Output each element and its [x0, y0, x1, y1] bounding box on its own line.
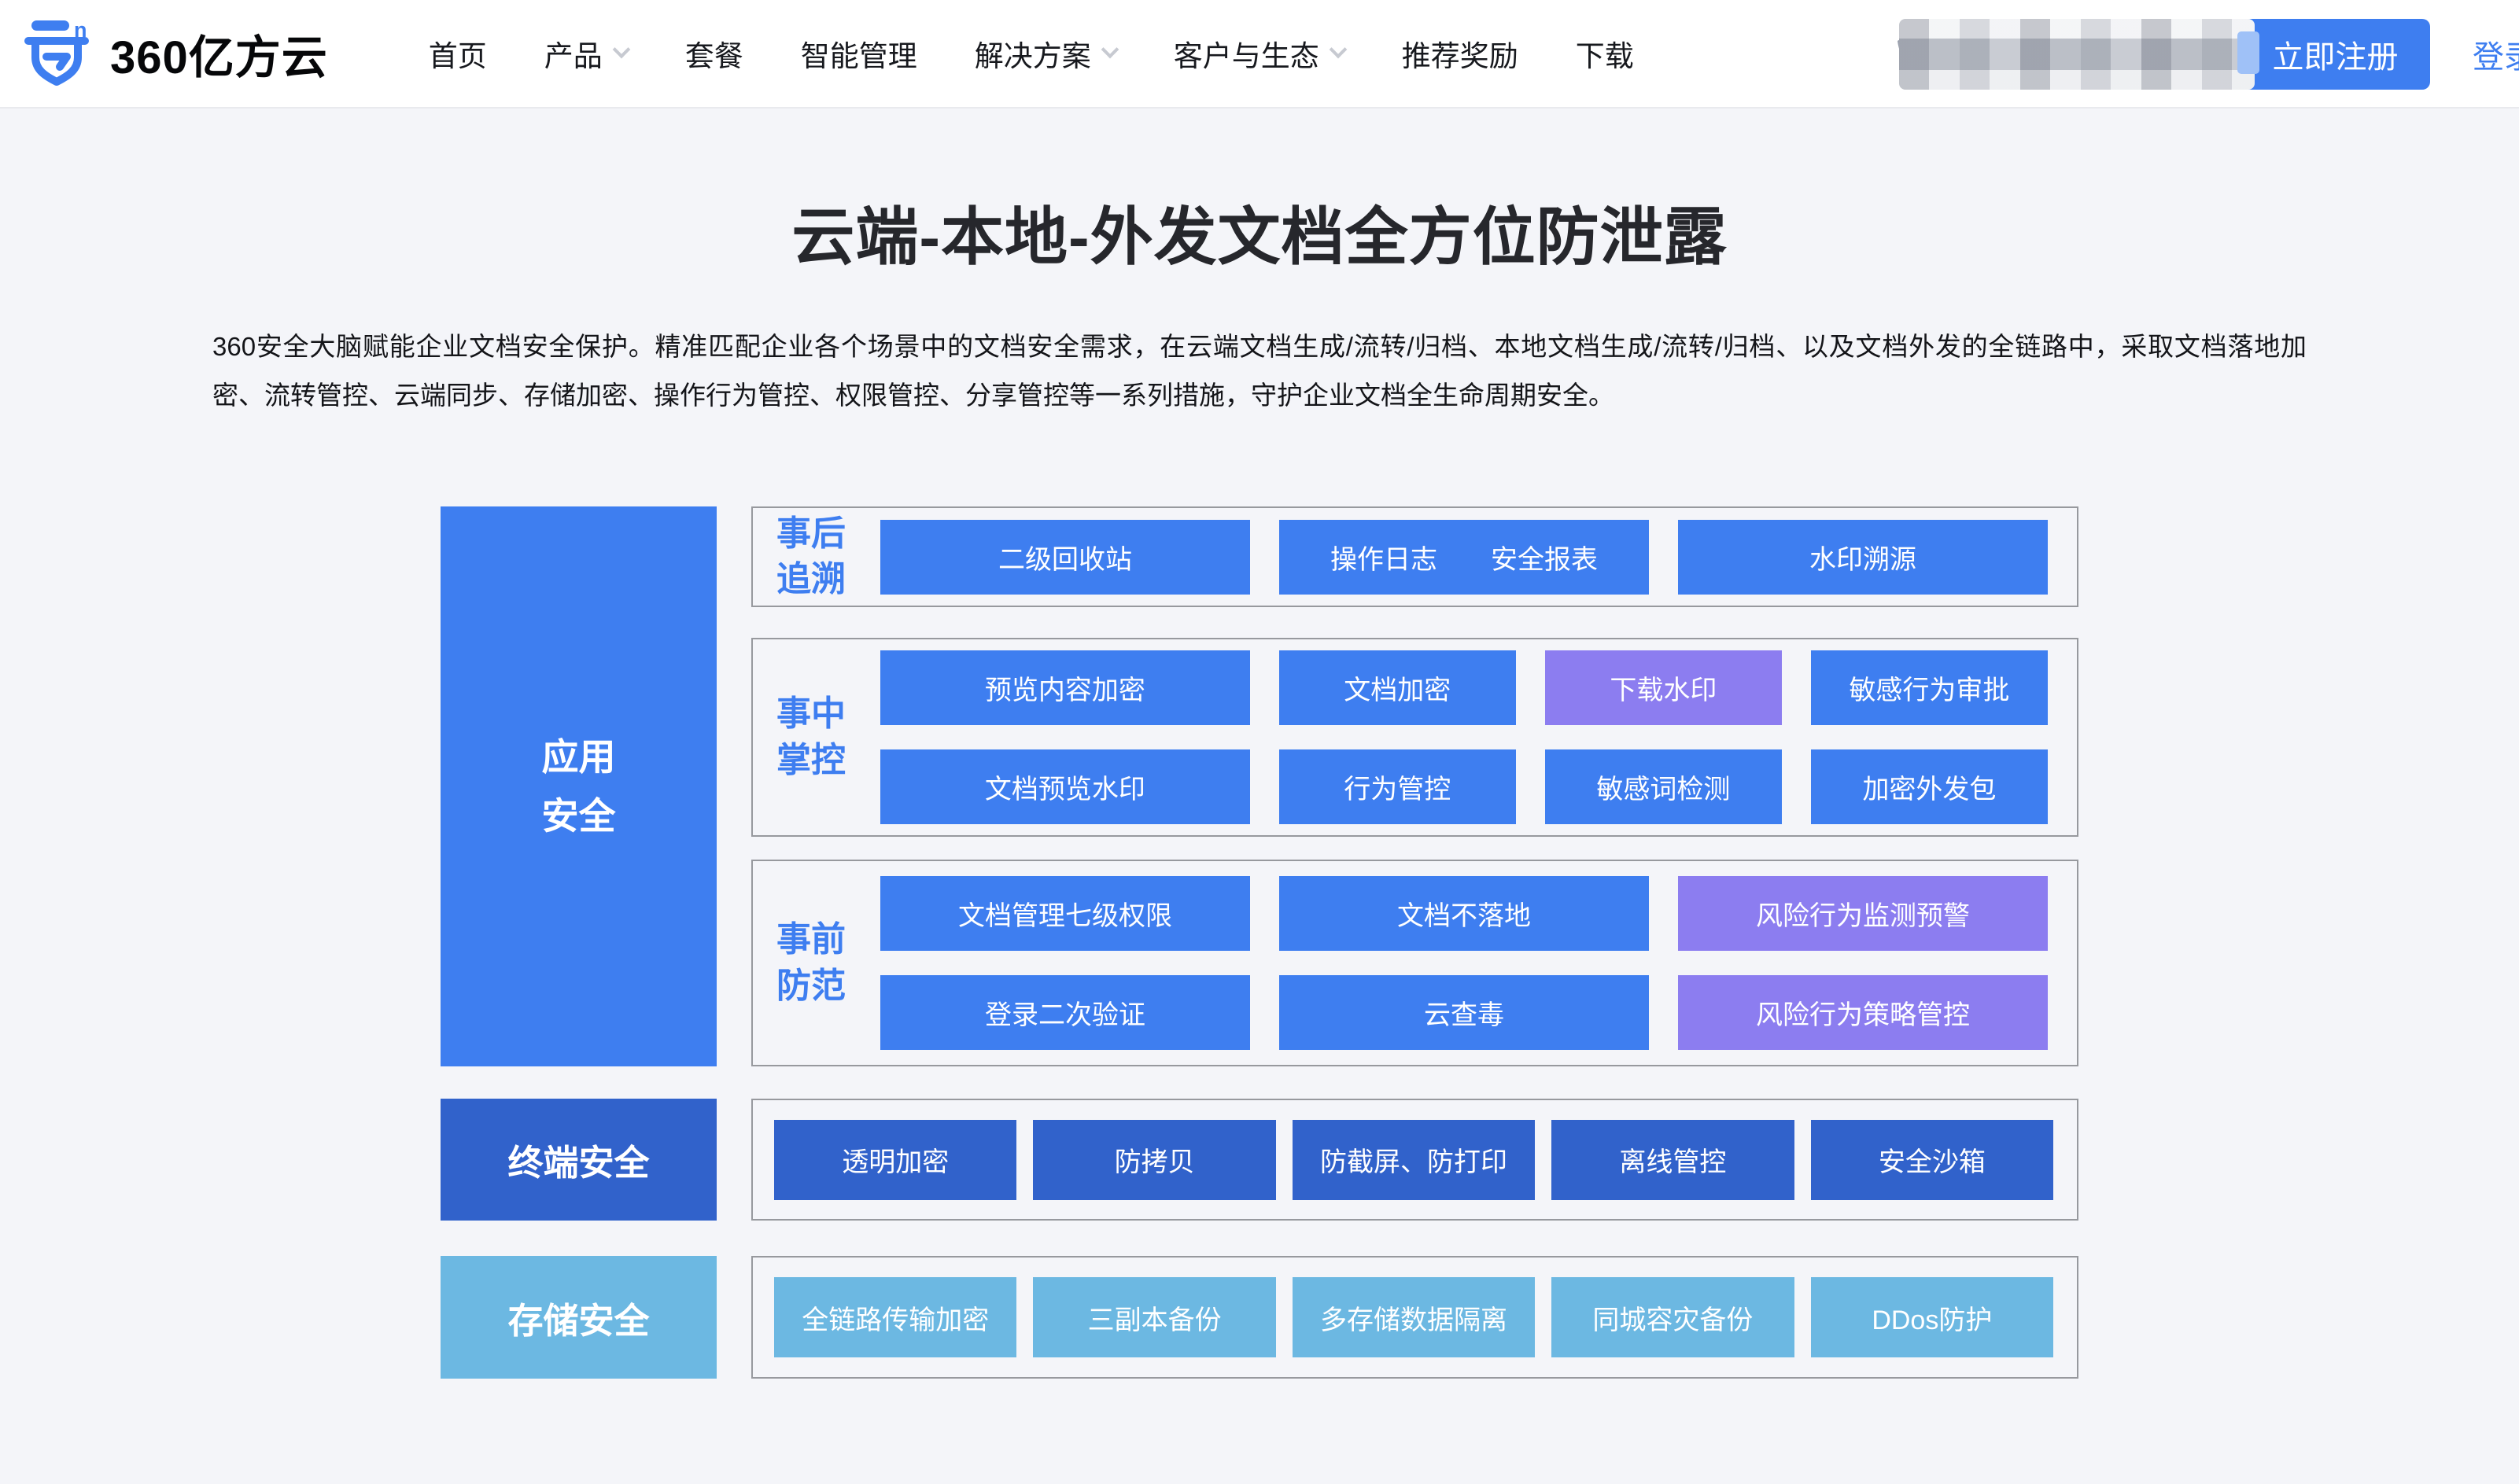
feature-box: 风险行为监测预警 [1678, 876, 2048, 951]
svg-text:n: n [74, 18, 87, 42]
login-link[interactable]: 登录 [2473, 40, 2519, 75]
feature-box: 风险行为策略管控 [1678, 975, 2048, 1050]
phase-label: 事前防范 [776, 920, 846, 1005]
register-button[interactable]: 立即注册 [2241, 19, 2430, 90]
nav-item-customers-ecosystem[interactable]: 客户与生态 [1174, 32, 1348, 75]
feature-box: 全链路传输加密 [774, 1277, 1017, 1357]
nav-item-solutions[interactable]: 解决方案 [975, 32, 1119, 75]
group-terminal-security: 终端安全 [441, 1099, 717, 1221]
phase-label: 事中掌控 [776, 694, 846, 779]
hero-section: 云端-本地-外发文档全方位防泄露 360安全大脑赋能企业文档安全保护。精准匹配企… [0, 109, 2519, 1379]
nav-item-products[interactable]: 产品 [544, 32, 631, 75]
nav-item-plans[interactable]: 套餐 [684, 40, 743, 72]
logo-shield-icon: n [20, 16, 93, 92]
feature-box: 水印溯源 [1678, 519, 2048, 595]
feature-box: 加密外发包 [1810, 749, 2048, 824]
phase-label: 事后追溯 [776, 514, 846, 598]
feature-box: DDos防护 [1810, 1277, 2054, 1357]
nav-right-actions: 立即注册 登录 [1891, 19, 2519, 90]
nav-item-referral-rewards[interactable]: 推荐奖励 [1401, 40, 1518, 72]
feature-box: 云查毒 [1279, 975, 1649, 1050]
chevron-down-icon [612, 40, 631, 59]
feature-box: 三副本备份 [1033, 1277, 1276, 1357]
feature-box: 登录二次验证 [880, 975, 1250, 1050]
chevron-down-icon [1329, 40, 1348, 59]
feature-box: 文档管理七级权限 [880, 876, 1250, 951]
feature-box: 文档加密 [1278, 650, 1516, 725]
feature-box: 防拷贝 [1033, 1119, 1276, 1200]
feature-box: 敏感行为审批 [1810, 650, 2048, 725]
feature-box: 预览内容加密 [880, 650, 1250, 725]
chevron-down-icon [1101, 40, 1119, 59]
hero-description: 360安全大脑赋能企业文档安全保护。精准匹配企业各个场景中的文档安全需求，在云端… [212, 332, 2307, 410]
panel-post-event-tracing: 事后追溯 二级回收站 操作日志 安全报表 水印溯源 [751, 506, 2078, 607]
feature-box: 文档预览水印 [880, 749, 1250, 824]
panel-storage-security-features: 全链路传输加密 三副本备份 多存储数据隔离 同城容灾备份 DDos防护 [751, 1256, 2078, 1379]
group-app-security: 应用安全 [441, 506, 717, 1066]
feature-box: 敏感词检测 [1544, 749, 1782, 824]
feature-box: 安全沙箱 [1810, 1119, 2054, 1200]
phone-number-redacted [1891, 19, 2259, 90]
mosaic-blur-overlay [1899, 19, 2255, 90]
feature-box: 操作日志 安全报表 [1279, 519, 1649, 595]
nav-item-smart-management[interactable]: 智能管理 [800, 40, 917, 72]
feature-box: 透明加密 [774, 1119, 1017, 1200]
top-navbar: n 360亿方云 首页 产品 套餐 智能管理 解决方案 [0, 0, 2519, 109]
diagram-left-column: 应用安全 终端安全 存储安全 [441, 506, 717, 1379]
feature-box: 多存储数据隔离 [1292, 1277, 1536, 1357]
feature-box: 同城容灾备份 [1551, 1277, 1794, 1357]
logo-text: 360亿方云 [110, 32, 328, 83]
panel-terminal-security-features: 透明加密 防拷贝 防截屏、防打印 离线管控 安全沙箱 [751, 1099, 2078, 1221]
feature-box: 二级回收站 [880, 519, 1250, 595]
feature-box: 下载水印 [1544, 650, 1782, 725]
logo[interactable]: n 360亿方云 [20, 16, 328, 92]
feature-box: 行为管控 [1278, 749, 1516, 824]
nav-item-home[interactable]: 首页 [428, 40, 487, 72]
panel-pre-event-prevention: 事前防范 文档管理七级权限 文档不落地 风险行为监测预警 登录二次验证 云查毒 … [751, 860, 2078, 1066]
security-matrix-diagram: 应用安全 终端安全 存储安全 事后追溯 二级回收站 操作日志 安全报表 水印溯源 [441, 506, 2078, 1379]
nav-item-download[interactable]: 下载 [1575, 40, 1634, 72]
feature-box: 离线管控 [1551, 1119, 1794, 1200]
group-storage-security: 存储安全 [441, 1256, 717, 1379]
diagram-right-column: 事后追溯 二级回收站 操作日志 安全报表 水印溯源 事中掌控 预览内容加密 文档… [751, 506, 2078, 1379]
main-menu: 首页 产品 套餐 智能管理 解决方案 客户与生态 推荐奖励 下载 [429, 32, 1634, 75]
feature-box: 文档不落地 [1279, 876, 1649, 951]
panel-in-process-control: 事中掌控 预览内容加密 文档加密 下载水印 敏感行为审批 文档预览水印 行为管控… [751, 638, 2078, 837]
feature-box: 防截屏、防打印 [1292, 1119, 1536, 1200]
page-title: 云端-本地-外发文档全方位防泄露 [791, 202, 1728, 272]
